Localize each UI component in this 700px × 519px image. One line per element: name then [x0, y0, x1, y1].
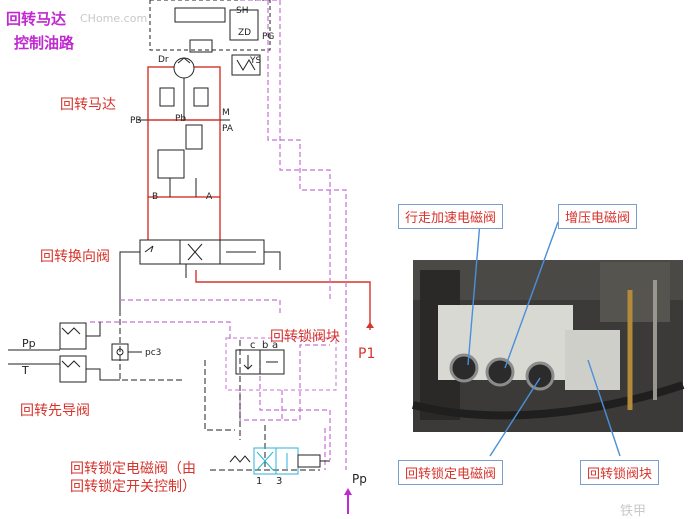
title-line-2: 控制油路 [14, 34, 75, 52]
label-t-left: T [22, 364, 29, 377]
label-directional-valve: 回转换向阀 [40, 249, 110, 265]
callout-boost-solenoid: 增压电磁阀 [558, 204, 638, 229]
pilot-dashed-lines [90, 0, 347, 470]
port-dr: Dr [158, 55, 169, 65]
port-a: A [206, 192, 213, 202]
swing-motor-symbol [138, 57, 230, 197]
shuttle-valve [111, 343, 142, 361]
valve-photo [412, 260, 685, 432]
port-m: M [222, 108, 230, 118]
swing-lock-solenoid [229, 447, 330, 475]
port-b: B [152, 192, 159, 202]
label-pp-bottom: Pp [352, 472, 367, 486]
port-pc3: pc3 [145, 348, 162, 358]
port-pb: PB [130, 116, 142, 126]
label-lock-block: 回转锁阀块 [270, 329, 340, 345]
label-lock-solenoid-line2: 回转锁定开关控制） [70, 479, 196, 495]
label-p1: P1 [358, 346, 376, 362]
port-pb-inner: Pb [175, 114, 187, 124]
label-pilot-valve: 回转先导阀 [20, 403, 90, 419]
label-lock-solenoid-line1: 回转锁定电磁阀（由 [70, 461, 196, 477]
callout-swing-lock-block: 回转锁阀块 [580, 460, 660, 485]
swing-pilot-valve [8, 322, 120, 383]
port-pg: PG [262, 32, 275, 42]
port-sh: SH [236, 6, 249, 16]
port-c: c [250, 340, 256, 351]
lock-block-frame [225, 337, 337, 391]
swing-directional-valve [119, 239, 281, 310]
title-line-1: 回转马达 [6, 10, 67, 28]
p1-arrow [366, 322, 374, 328]
watermark-text: CHome.com [80, 12, 148, 25]
port-3: 3 [276, 476, 283, 487]
brake-valve-block [149, 0, 271, 76]
port-zd: ZD [238, 28, 252, 38]
photo-watermark: 铁甲 [620, 504, 647, 519]
port-1: 1 [256, 476, 263, 487]
port-a-small: a [272, 340, 279, 351]
callout-travel-speed-solenoid: 行走加速电磁阀 [398, 204, 504, 229]
pp-supply-arrow [344, 488, 352, 514]
swing-lock-block [235, 349, 285, 375]
callout-swing-lock-solenoid: 回转锁定电磁阀 [398, 460, 504, 485]
label-swing-motor: 回转马达 [60, 97, 116, 113]
label-pp-left: Pp [22, 337, 36, 350]
photo-leaders [467, 221, 621, 457]
port-b-small: b [262, 340, 269, 351]
motor-feed-lines [147, 197, 371, 330]
port-pa: PA [222, 124, 234, 134]
port-ys: YS [250, 56, 262, 66]
